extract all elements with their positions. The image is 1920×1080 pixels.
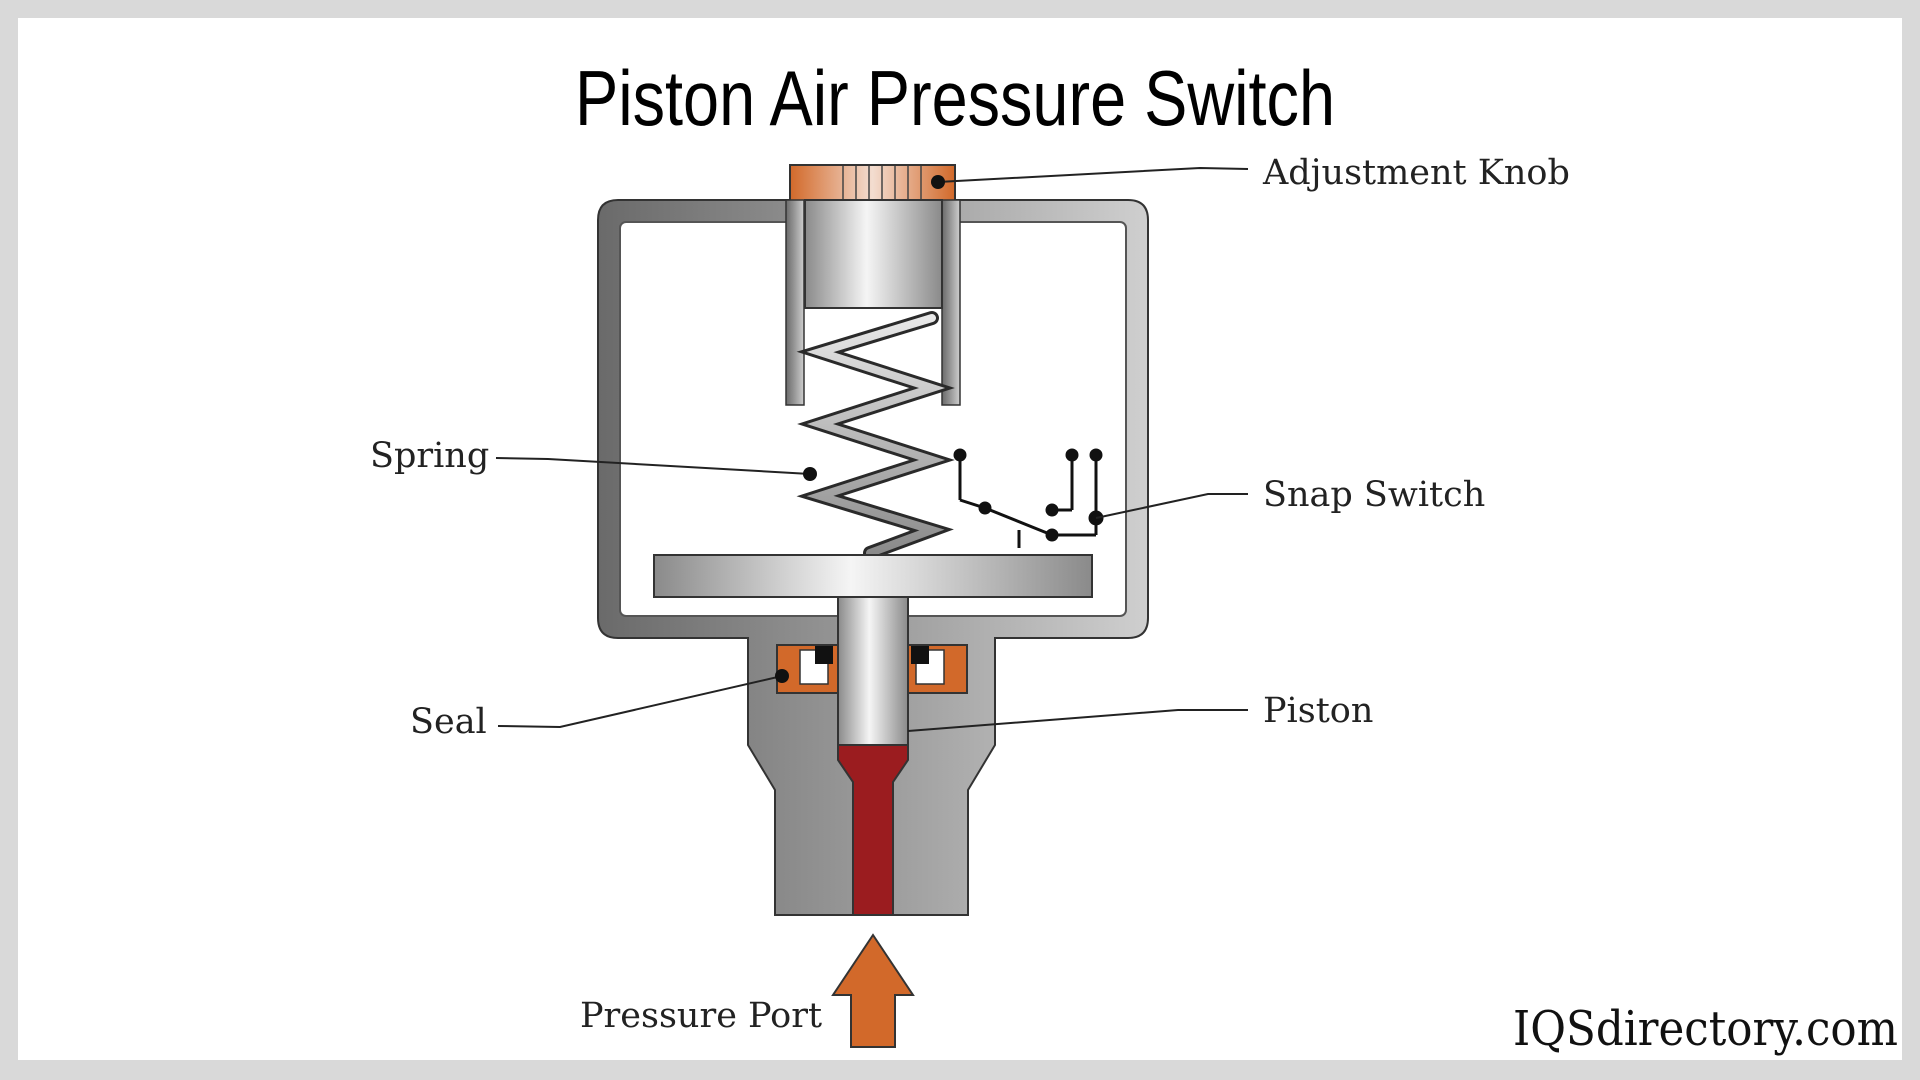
leader-spring [495, 457, 811, 475]
leader-snap-switch [1095, 493, 1248, 519]
spring-highlight [806, 314, 946, 557]
leader-seal [497, 675, 783, 729]
adjustment-sleeve [785, 199, 961, 406]
label-piston: Piston [1263, 691, 1373, 731]
pressure-arrow [831, 933, 915, 1048]
leader-dots [775, 175, 945, 683]
piston-rod [837, 596, 909, 746]
label-adjustment-knob: Adjustment Knob [1262, 153, 1570, 193]
brand-watermark: IQSdirectory.com [1513, 1001, 1898, 1057]
pressure-channel [837, 744, 909, 916]
label-pressure-port: Pressure Port [580, 996, 822, 1036]
label-seal: Seal [410, 702, 487, 742]
leader-lines [495, 166, 1249, 732]
leader-piston [907, 709, 1248, 732]
piston-plate [653, 554, 1093, 598]
diagram-title: Piston Air Pressure Switch [575, 54, 1335, 142]
label-spring: Spring [370, 436, 489, 476]
leader-adjustment-knob [937, 166, 1249, 183]
adjustment-knob [789, 164, 956, 202]
label-snap-switch: Snap Switch [1263, 475, 1485, 515]
